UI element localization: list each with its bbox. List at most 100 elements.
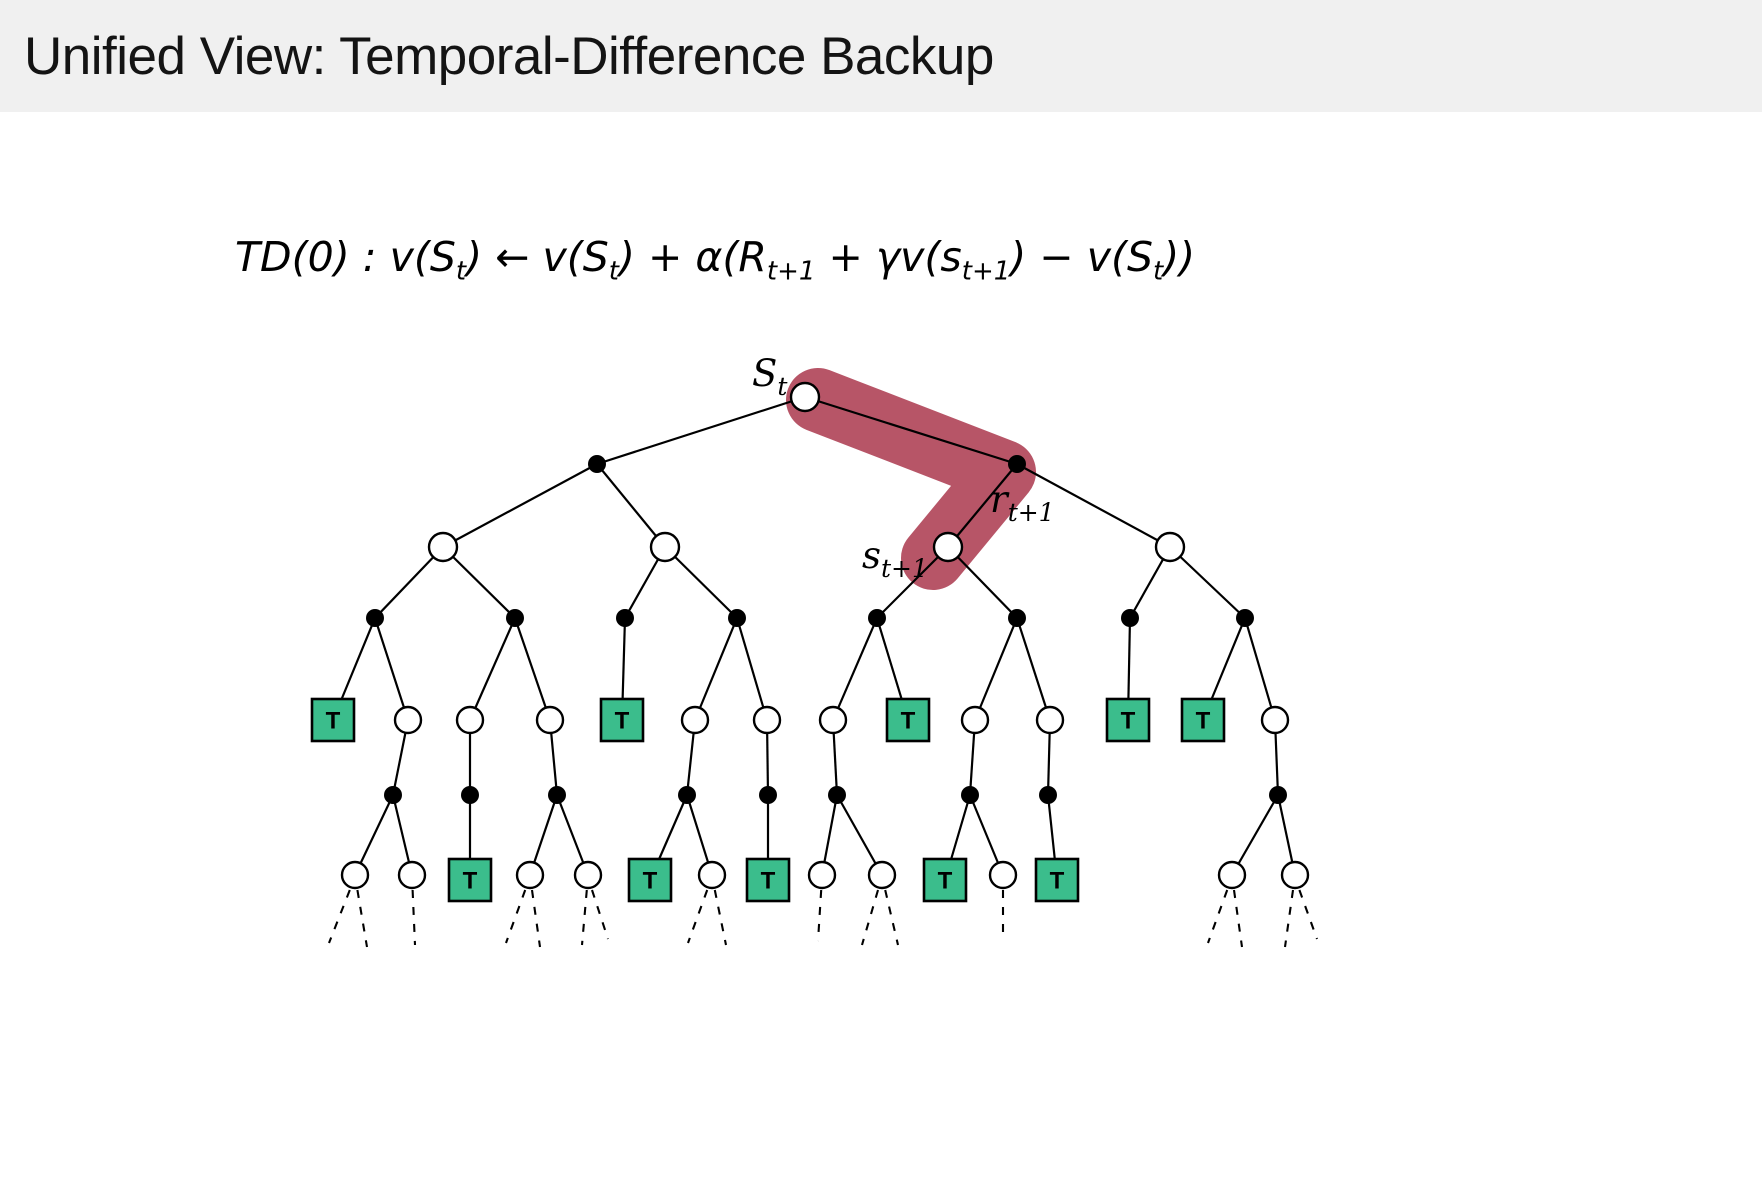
tree-edge [836, 794, 883, 876]
action-node [384, 786, 402, 804]
tree-edge [735, 617, 769, 721]
action-node [1236, 609, 1254, 627]
action-node [868, 609, 886, 627]
state-node [867, 860, 897, 890]
tree-edge [831, 617, 879, 721]
formula-subscript: t [608, 256, 619, 287]
td-backup-highlight [786, 368, 1036, 590]
state-node [680, 705, 710, 735]
action-node [461, 786, 479, 804]
tree-edge [596, 463, 666, 548]
terminal-label: T [1196, 708, 1211, 735]
tree-edge [1015, 617, 1052, 721]
state-node [1217, 860, 1247, 890]
action-node [961, 786, 979, 804]
terminal-node [599, 697, 645, 743]
terminal-label: T [1121, 708, 1136, 735]
slide-title-bar: Unified View: Temporal-Difference Backup [0, 0, 1762, 112]
action-node [616, 609, 634, 627]
state-node [573, 860, 603, 890]
tree-edge [374, 546, 444, 619]
tree-edge [947, 463, 1018, 548]
tree-edge [1169, 546, 1246, 619]
state-node [393, 705, 423, 735]
continuation-edge [530, 889, 542, 948]
continuation-edge [580, 889, 588, 946]
action-node [1269, 786, 1287, 804]
tree-edge [354, 794, 394, 876]
action-node [1008, 609, 1026, 627]
terminal-label: T [938, 868, 953, 895]
state-node [697, 860, 727, 890]
tree-edge [373, 617, 410, 721]
tree-edge [968, 794, 1005, 876]
terminal-label: T [1050, 868, 1065, 895]
action-node [1121, 609, 1139, 627]
tree-edge [664, 546, 738, 619]
continuation-edge [1283, 889, 1295, 948]
state-node [807, 860, 837, 890]
terminal-node [310, 697, 356, 743]
continuation-edge [884, 889, 900, 946]
terminal-node [885, 697, 931, 743]
formula-text: )) [1163, 233, 1196, 281]
terminal-label: T [326, 708, 341, 735]
action-node [588, 455, 606, 473]
formula-text: ) + α(R [618, 233, 767, 281]
root-state-label: St [752, 352, 788, 401]
state-node [1035, 705, 1065, 735]
continuation-edge [505, 889, 527, 944]
continuation-edge [687, 889, 709, 944]
state-node [1260, 705, 1290, 735]
state-node [752, 705, 782, 735]
state-node [515, 860, 545, 890]
state-node [932, 531, 964, 563]
tree-edge [973, 617, 1019, 721]
terminal-label: T [643, 868, 658, 895]
state-node [1280, 860, 1310, 890]
state-node [340, 860, 370, 890]
td-update-formula: TD(0) : v(St) ← v(St) + α(Rt+1 + γv(st+1… [235, 233, 1195, 286]
action-node [548, 786, 566, 804]
continuation-edge [328, 889, 351, 944]
state-node [988, 860, 1018, 890]
tree-edge [947, 546, 1018, 619]
tree-edge [804, 395, 1018, 466]
tree-edge [693, 617, 739, 721]
state-node [1154, 531, 1186, 563]
continuation-edge [1207, 889, 1229, 944]
tree-edge [1243, 617, 1277, 721]
formula-subscript: t [1152, 256, 1164, 287]
continuation-edge [860, 889, 880, 946]
terminal-label: T [615, 708, 630, 735]
terminal-node [447, 857, 493, 903]
terminal-node [922, 857, 968, 903]
action-node [759, 786, 777, 804]
state-node [535, 705, 565, 735]
tree-edge [876, 546, 949, 619]
formula-text: + γv(s [815, 233, 962, 281]
tree-edge [1231, 794, 1279, 876]
terminal-label: T [761, 868, 776, 895]
state-node [960, 705, 990, 735]
formula-text: ) − v(S [1010, 233, 1153, 281]
continuation-edge [713, 889, 728, 946]
tree-edge [513, 617, 552, 721]
action-node [678, 786, 696, 804]
reward-label: rt+1 [990, 478, 1055, 527]
tree-edge [468, 617, 517, 721]
formula-text: ) ← v(S [466, 233, 609, 281]
continuation-edge [1298, 889, 1318, 940]
tree-edge [1016, 463, 1171, 548]
state-node [455, 705, 485, 735]
continuation-edge [591, 889, 609, 940]
tree-edge [442, 463, 598, 548]
continuation-edge [356, 889, 369, 948]
action-node [366, 609, 384, 627]
action-node [1008, 455, 1026, 473]
slide-title: Unified View: Temporal-Difference Backup [24, 26, 994, 86]
tree-edge [555, 794, 590, 876]
formula-text: TD(0) : v(S [235, 233, 456, 281]
action-node [828, 786, 846, 804]
